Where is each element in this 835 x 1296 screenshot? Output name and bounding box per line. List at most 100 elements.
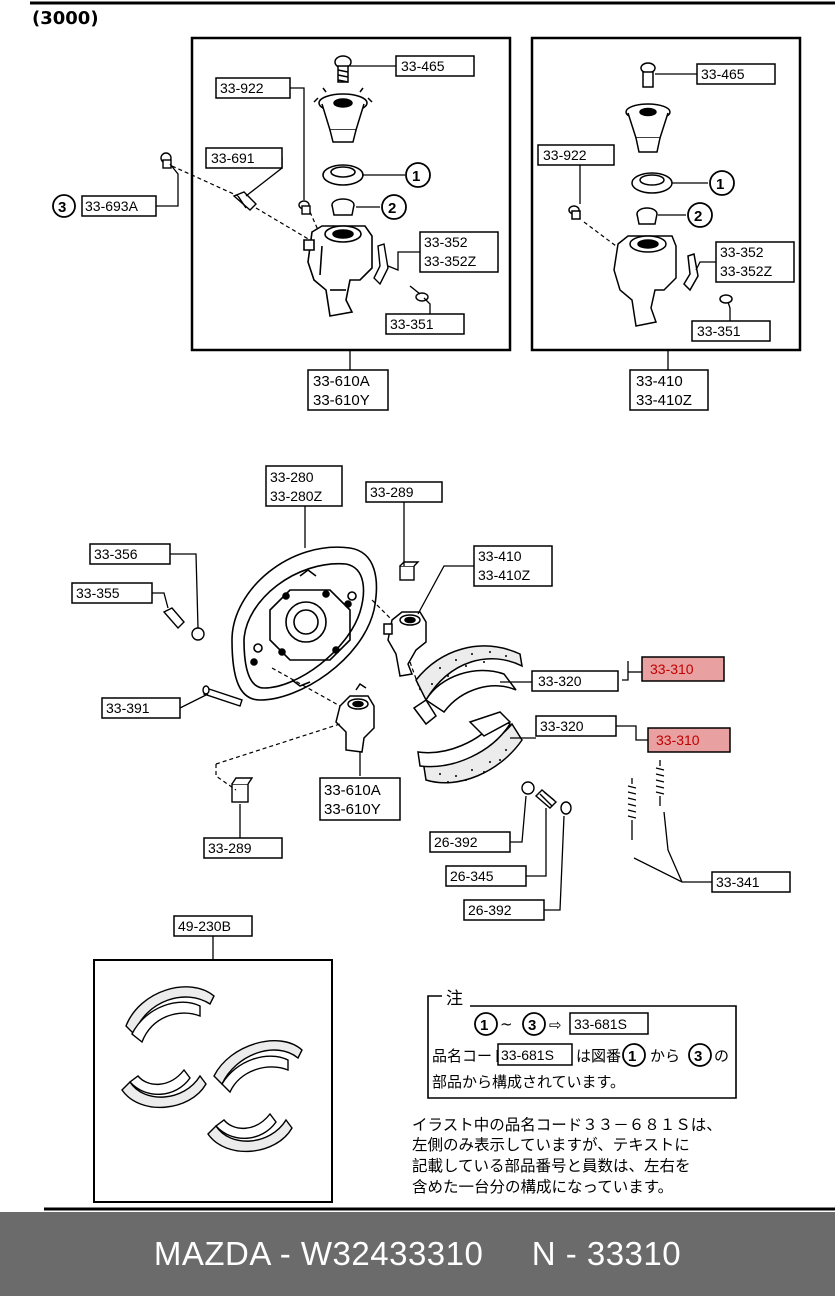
clip-top-drawing: [399, 561, 420, 581]
leader-lines-main: [152, 502, 712, 911]
label-33-289-bottom: 33-289: [208, 840, 252, 856]
label-33-610y-main: 33-610Y: [324, 801, 381, 818]
note-code-1: 33-681S: [574, 1016, 627, 1032]
remark-line-1: イラスト中の品名コード３３－６８１Ｓは、: [412, 1116, 722, 1134]
main-guides: [215, 599, 421, 791]
label-33-289-top: 33-289: [370, 484, 414, 500]
assembly-33-610y: 33-610Y: [313, 392, 370, 409]
note-circle-1: 1: [480, 1017, 488, 1034]
wheel-cylinder-left-drawing: [335, 682, 375, 753]
callout-1: 1: [412, 168, 420, 185]
note-tilde: ~: [500, 1015, 513, 1033]
note-circle-3: 3: [528, 1017, 536, 1034]
wheel-cylinder-right-drawing: [383, 611, 427, 677]
highlight-shoe-bottom[interactable]: [647, 727, 731, 753]
brake-shoe-bottom-drawing: [417, 711, 523, 784]
label-33-280z: 33-280Z: [270, 488, 323, 504]
footer-text: MAZDA - W32433310 N - 33310: [153, 1235, 682, 1272]
assembly-33-610a: 33-610A: [313, 373, 370, 390]
note-title: 注: [446, 989, 463, 1009]
label-33-410-main: 33-410: [478, 548, 522, 564]
label-33-922: 33-922: [220, 80, 264, 96]
screw-drawing: [232, 191, 257, 211]
cup-seal-drawing: [322, 164, 364, 186]
callout-3: 3: [58, 199, 66, 216]
label-r-33-352z: 33-352Z: [720, 263, 773, 279]
frame-top-left: [190, 36, 512, 352]
wheel-cylinder-r-parts: [568, 62, 733, 327]
assembly-33-410: 33-410: [636, 373, 683, 390]
pin-spring-drawing: [521, 781, 572, 815]
remark-text: イラスト中の品名コード３３－６８１Ｓは、 左側のみ表示していますが、テキストに …: [412, 1116, 722, 1196]
return-spring-drawing: [627, 760, 665, 840]
label-33-310-bottom: 33-310: [656, 732, 700, 748]
label-33-410z-main: 33-410Z: [478, 567, 531, 583]
parts-diagram: (3000): [30, 1, 835, 1211]
label-33-356: 33-356: [94, 546, 138, 562]
label-33-610a-main: 33-610A: [324, 782, 381, 799]
label-33-310-top: 33-310: [650, 661, 694, 677]
label-33-320-top: 33-320: [538, 673, 582, 689]
note-arrow: ⇨: [549, 1016, 562, 1034]
note-line2-a: 品名コード: [432, 1047, 507, 1065]
group-code: (3000): [32, 8, 99, 29]
note-line2-b: は図番: [576, 1047, 621, 1065]
label-r-33-922: 33-922: [543, 147, 587, 163]
note-line3: 部品から構成されています。: [432, 1073, 625, 1091]
bolt-nut-drawing: [162, 607, 205, 641]
label-33-693a: 33-693A: [85, 198, 139, 214]
stud-drawing: [202, 685, 243, 707]
top-left-box: 33-465 33-922 33-691 33-693A 33-352 33-3…: [52, 36, 512, 411]
label-33-341: 33-341: [716, 874, 760, 890]
callout-2: 2: [388, 200, 396, 217]
label-r-33-465: 33-465: [701, 66, 745, 82]
callouts-top-right: 1 2: [687, 170, 735, 228]
callouts-top-left: 3 1 2: [52, 162, 431, 220]
label-33-352z: 33-352Z: [424, 253, 477, 269]
shoe-kit: 49-230B: [93, 915, 333, 1203]
remark-line-4: 含めた一台分の構成になっています。: [412, 1178, 673, 1196]
label-33-351: 33-351: [390, 316, 434, 332]
label-r-33-352: 33-352: [720, 244, 764, 260]
highlight-boxes: [641, 656, 731, 753]
boot-drawing: [331, 198, 355, 216]
clip-bottom-drawing: [231, 777, 254, 803]
assembly-33-410z: 33-410Z: [636, 392, 692, 409]
backing-plate-drawing: [231, 546, 378, 701]
leader-lines-top-right: [579, 73, 731, 370]
callout-r-1: 1: [716, 176, 724, 193]
label-boxes-main: [71, 465, 791, 921]
note-box: 注 1 ~ 3 ⇨ 33-681S 品名コード 33-681S は図番 1 から…: [427, 989, 737, 1099]
label-33-352: 33-352: [424, 234, 468, 250]
label-26-345: 26-345: [450, 868, 494, 884]
piston-drawing: [313, 87, 373, 143]
note-line2-c: から: [650, 1047, 680, 1065]
label-33-465: 33-465: [401, 58, 445, 74]
highlight-shoe-top[interactable]: [641, 656, 725, 682]
note-circle-from: 1: [628, 1048, 636, 1065]
label-r-33-351: 33-351: [697, 323, 741, 339]
label-33-691: 33-691: [211, 150, 255, 166]
callout-r-2: 2: [694, 208, 702, 225]
shoe-kit-drawing: [121, 986, 303, 1153]
bleeder-screw-drawing: [334, 55, 352, 83]
top-right-box: 33-465 33-922 33-352 33-352Z 33-351 33-4…: [530, 36, 802, 411]
small-bolt-drawing: [298, 200, 311, 215]
label-33-391: 33-391: [106, 700, 150, 716]
label-33-355: 33-355: [76, 585, 120, 601]
remark-line-3: 記載している部品番号と員数は、左右を: [412, 1157, 691, 1175]
assembly-guides-r: [583, 221, 617, 247]
label-33-280: 33-280: [270, 469, 314, 485]
label-33-320-bottom: 33-320: [540, 718, 584, 734]
part-number-footer: MAZDA - W32433310 N - 33310: [0, 1212, 835, 1296]
remark-line-2: 左側のみ表示していますが、テキストに: [412, 1136, 690, 1154]
wheel-cylinder-drawing: [303, 225, 373, 317]
note-line2-d: の: [714, 1047, 729, 1065]
frame-shoe-kit: [93, 959, 333, 1203]
frame-top-right: [530, 36, 802, 352]
label-26-392-a: 26-392: [434, 834, 478, 850]
label-49-230b: 49-230B: [178, 918, 231, 934]
note-frame: [427, 995, 737, 1099]
label-boxes-top-left: [81, 55, 499, 411]
assembly-guides: [171, 165, 319, 241]
